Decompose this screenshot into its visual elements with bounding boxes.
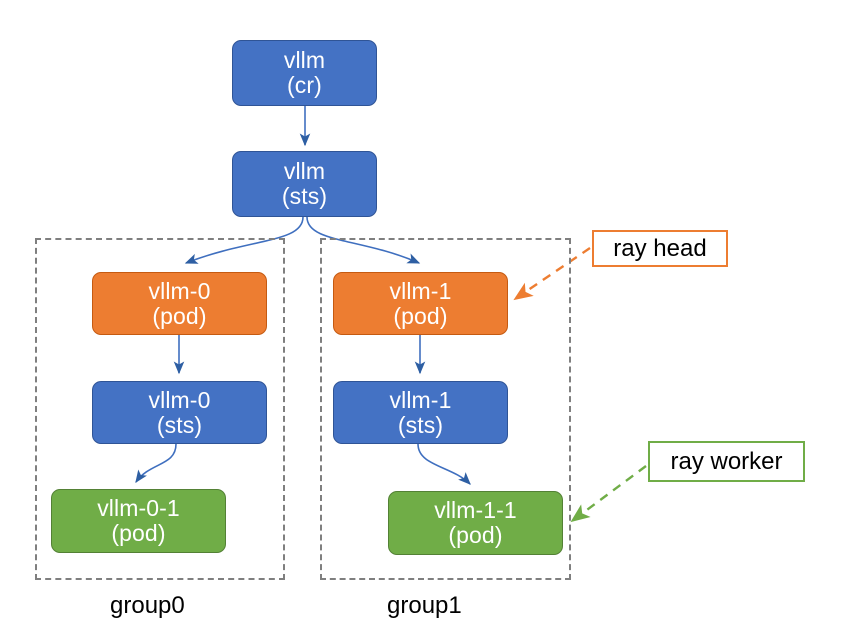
node-vllm-0-sts-line2: (sts) xyxy=(156,411,203,438)
group-label-group1: group1 xyxy=(387,592,462,619)
node-vllm-1-1-pod-line2: (pod) xyxy=(448,522,503,548)
node-vllm-1-1-pod-line1: vllm-1-1 xyxy=(434,497,517,524)
callout-ray-head-label: ray head xyxy=(613,234,707,262)
node-vllm-0-1-pod[interactable]: vllm-0-1 (pod) xyxy=(51,489,226,553)
group-box-group0 xyxy=(35,238,285,580)
node-vllm-sts[interactable]: vllm (sts) xyxy=(232,151,377,217)
callout-leader-ray-worker xyxy=(570,465,647,523)
node-vllm-0-pod[interactable]: vllm-0 (pod) xyxy=(92,272,267,335)
node-vllm-0-1-pod-line2: (pod) xyxy=(111,520,166,546)
node-vllm-0-1-pod-line1: vllm-0-1 xyxy=(97,495,180,522)
node-vllm-1-sts-line2: (sts) xyxy=(397,411,444,438)
node-vllm-cr-line1: vllm xyxy=(283,47,326,74)
node-vllm-1-sts-line1: vllm-1 xyxy=(389,386,452,413)
node-vllm-1-pod[interactable]: vllm-1 (pod) xyxy=(333,272,508,335)
callout-ray-head[interactable]: ray head xyxy=(592,230,728,267)
callout-ray-worker[interactable]: ray worker xyxy=(648,441,805,482)
group-box-group1 xyxy=(320,238,571,580)
node-vllm-1-sts[interactable]: vllm-1 (sts) xyxy=(333,381,508,444)
callout-ray-worker-label: ray worker xyxy=(670,447,783,475)
group-label-group0: group0 xyxy=(110,592,185,619)
node-vllm-0-pod-line1: vllm-0 xyxy=(148,277,211,304)
node-vllm-sts-line1: vllm xyxy=(283,158,326,185)
node-vllm-1-pod-line1: vllm-1 xyxy=(389,277,452,304)
node-vllm-0-sts[interactable]: vllm-0 (sts) xyxy=(92,381,267,444)
node-vllm-1-pod-line2: (pod) xyxy=(393,302,448,329)
node-vllm-cr[interactable]: vllm (cr) xyxy=(232,40,377,106)
node-vllm-1-1-pod[interactable]: vllm-1-1 (pod) xyxy=(388,491,563,555)
node-vllm-0-pod-line2: (pod) xyxy=(152,302,207,329)
node-vllm-0-sts-line1: vllm-0 xyxy=(148,386,211,413)
node-vllm-sts-line2: (sts) xyxy=(281,183,328,209)
node-vllm-cr-line2: (cr) xyxy=(287,72,322,98)
